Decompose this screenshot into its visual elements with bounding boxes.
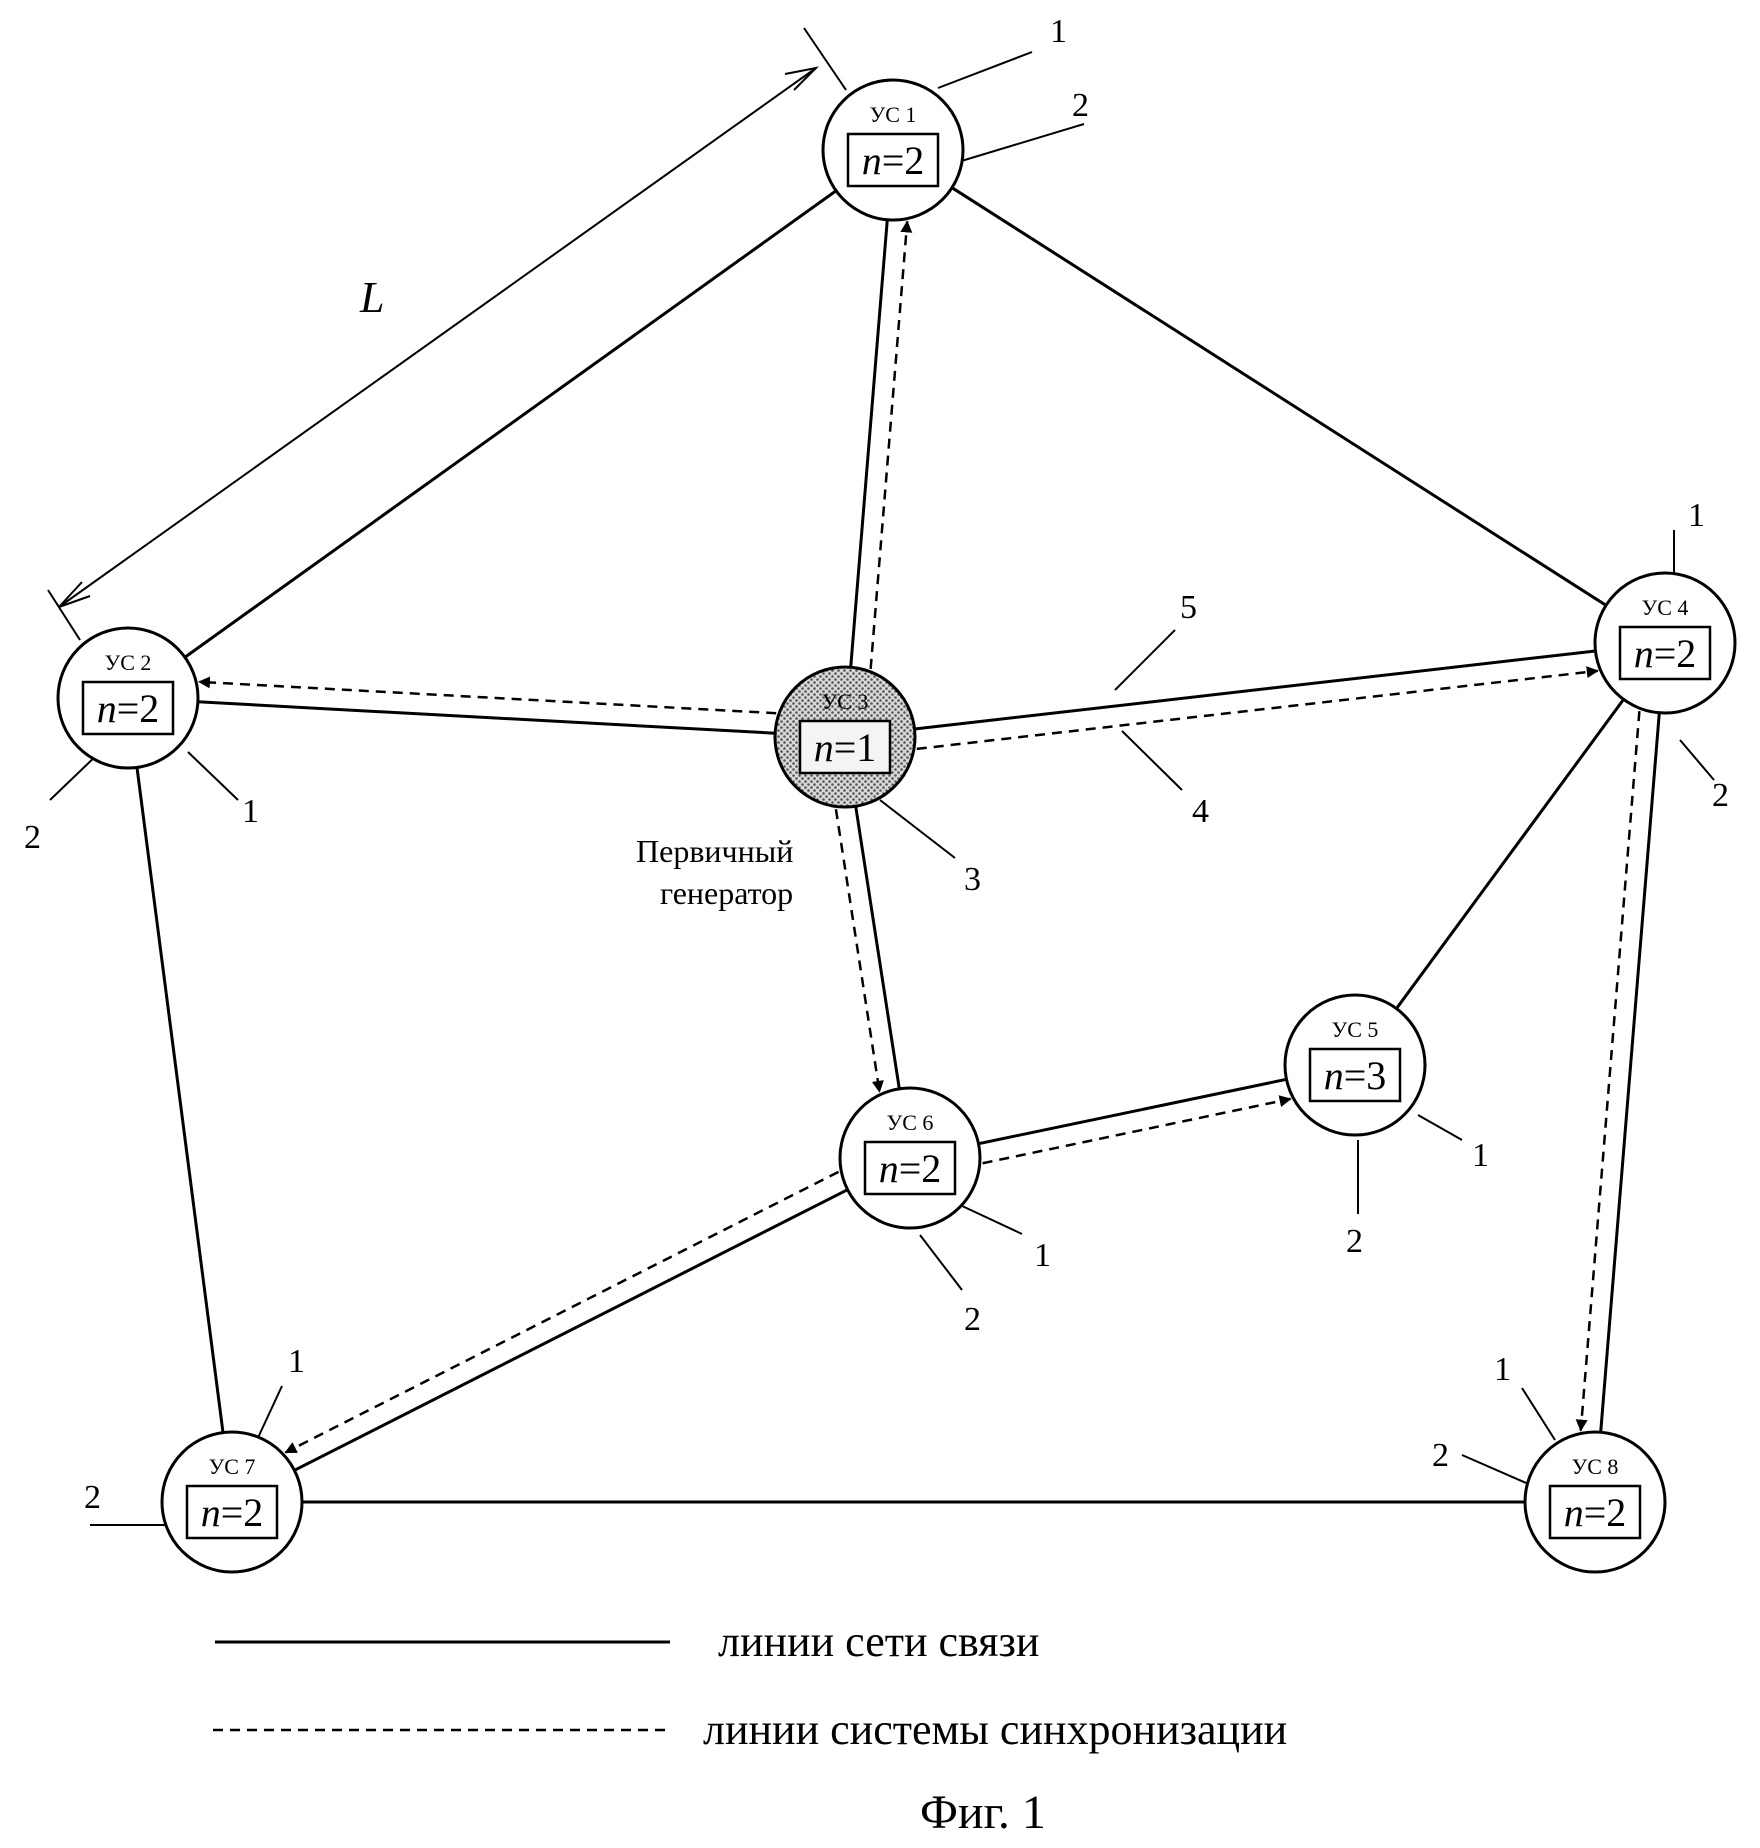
network-link-4-8: [1599, 712, 1661, 1433]
node-us2-n-box: [81, 680, 175, 736]
callout-n6-b: 2: [964, 1301, 981, 1338]
leader-n6-a: [959, 1204, 1023, 1235]
callout-n2-a: 2: [24, 819, 41, 856]
leader-link-5: [1114, 629, 1176, 691]
node-us7-label: УС 7: [209, 1454, 256, 1479]
callout-n5-a: 1: [1472, 1137, 1489, 1174]
sync-link-6-7: [284, 1170, 840, 1454]
callout-n1-b: 2: [1072, 87, 1089, 124]
leader-n2-a: [49, 751, 101, 801]
leader-n8-a: [1521, 1387, 1556, 1441]
node-us1-n-box: [846, 132, 940, 188]
callout-n3: 3: [964, 861, 981, 898]
figure-caption: Фиг. 1: [920, 1786, 1046, 1839]
network-link-6-7: [293, 1188, 849, 1472]
sync-link-3-1: [869, 220, 913, 669]
node-us2-label: УС 2: [105, 650, 152, 675]
callout-n6-a: 1: [1034, 1237, 1051, 1274]
node-us3-n-value: n=1: [814, 725, 877, 770]
node-us6-n-box: [863, 1140, 957, 1196]
leader-link-4: [1121, 730, 1183, 791]
node-us6: УС 6 n=2: [838, 1086, 982, 1230]
node-us1-n-value: n=2: [862, 138, 925, 183]
node-us8-n-value: n=2: [1564, 1490, 1627, 1535]
callout-n5-b: 2: [1346, 1223, 1363, 1260]
network-link-2-3: [197, 700, 776, 735]
leader-n5-a: [1417, 1114, 1463, 1141]
node-us5-label: УС 5: [1332, 1017, 1379, 1042]
node-us1-label: УС 1: [870, 102, 917, 127]
node-us8: УС 8 n=2: [1523, 1430, 1667, 1574]
distance-indicator: L: [47, 27, 847, 641]
node-us6-label: УС 6: [887, 1110, 934, 1135]
callout-link-4: 4: [1192, 793, 1209, 830]
legend-network-label: линии сети связи: [718, 1617, 1039, 1666]
distance-tick-1: [47, 589, 81, 641]
nodes: УС 1 n=2 УС 2 n=2 УС 3 n=1 УС 4 n=2 УС 5 n=3 УС 6 n…: [56, 78, 1737, 1574]
node-us1: УС 1 n=2: [821, 78, 965, 222]
node-us4-n-value: n=2: [1634, 631, 1697, 676]
sync-link-3-2: [197, 676, 777, 715]
sync-links: [197, 220, 1641, 1454]
leader-n3: [879, 799, 956, 859]
node-us5-n-box: [1308, 1047, 1402, 1103]
node-us8-n-box: [1548, 1484, 1642, 1540]
network-link-1-4: [951, 186, 1607, 607]
node-us8-label: УС 8: [1572, 1454, 1619, 1479]
node-us7: УС 7 n=2: [160, 1430, 304, 1574]
callout-n1-a: 1: [1050, 13, 1067, 50]
legend-sync-label: линии системы синхронизации: [703, 1705, 1287, 1754]
network-link-3-6: [854, 805, 901, 1090]
callout-link-5: 5: [1180, 589, 1197, 626]
node-us2-n-value: n=2: [97, 686, 160, 731]
network-link-4-5: [1395, 698, 1625, 1010]
node-us7-n-box: [185, 1484, 279, 1540]
callout-n4-b: 2: [1712, 777, 1729, 814]
sync-link-6-5: [982, 1095, 1292, 1165]
leader-n6-b: [919, 1234, 963, 1291]
node-us5-n-value: n=3: [1324, 1053, 1387, 1098]
node-us6-n-value: n=2: [879, 1146, 942, 1191]
legend: линии сети связи линии системы синхрониз…: [213, 1617, 1287, 1754]
sync-link-3-6: [834, 809, 884, 1093]
network-link-3-4: [914, 649, 1596, 731]
node-us4-label: УС 4: [1642, 595, 1689, 620]
distance-arrow-end-2: [784, 66, 820, 91]
node-us2: УС 2 n=2: [56, 626, 200, 770]
network-link-1-2: [184, 189, 837, 659]
node-us4: УС 4 n=2: [1593, 571, 1737, 715]
callout-n2-b: 1: [242, 793, 259, 830]
sync-link-3-4: [916, 666, 1599, 751]
primary-generator-label-line1: Первичный: [636, 833, 793, 869]
callout-n7-b: 2: [84, 1479, 101, 1516]
node-us4-n-box: [1618, 625, 1712, 681]
node-us3: УС 3 n=1: [773, 665, 917, 809]
distance-tick-2: [803, 27, 847, 91]
distance-arrow-end-1: [58, 581, 91, 608]
node-us7-n-value: n=2: [201, 1490, 264, 1535]
sync-link-4-8: [1575, 711, 1641, 1432]
callout-numbers: 1 2 2 1 3 5 4 1 2 1 2 1 2 1 2 1 2: [24, 13, 1729, 1516]
network-link-5-6: [978, 1077, 1287, 1146]
callout-n4-a: 1: [1688, 497, 1705, 534]
leader-n7-a: [255, 1385, 283, 1443]
distance-line: [58, 67, 817, 608]
leader-n1-a: [937, 51, 1033, 89]
node-us3-n-box: [798, 719, 892, 775]
node-us5: УС 5 n=3: [1283, 993, 1427, 1137]
network-link-1-3: [849, 219, 889, 668]
network-links: [135, 186, 1661, 1504]
network-link-2-7: [135, 767, 225, 1433]
leader-n1-b: [957, 123, 1085, 163]
distance-label: L: [359, 273, 384, 322]
primary-generator-label-line2: генератор: [660, 875, 793, 911]
leader-n4-b: [1679, 739, 1715, 781]
callout-n8-b: 2: [1432, 1437, 1449, 1474]
leader-n2-b: [187, 751, 239, 801]
node-us3-label: УС 3: [822, 689, 869, 714]
callout-n8-a: 1: [1494, 1351, 1511, 1388]
callout-n7-a: 1: [288, 1343, 305, 1380]
